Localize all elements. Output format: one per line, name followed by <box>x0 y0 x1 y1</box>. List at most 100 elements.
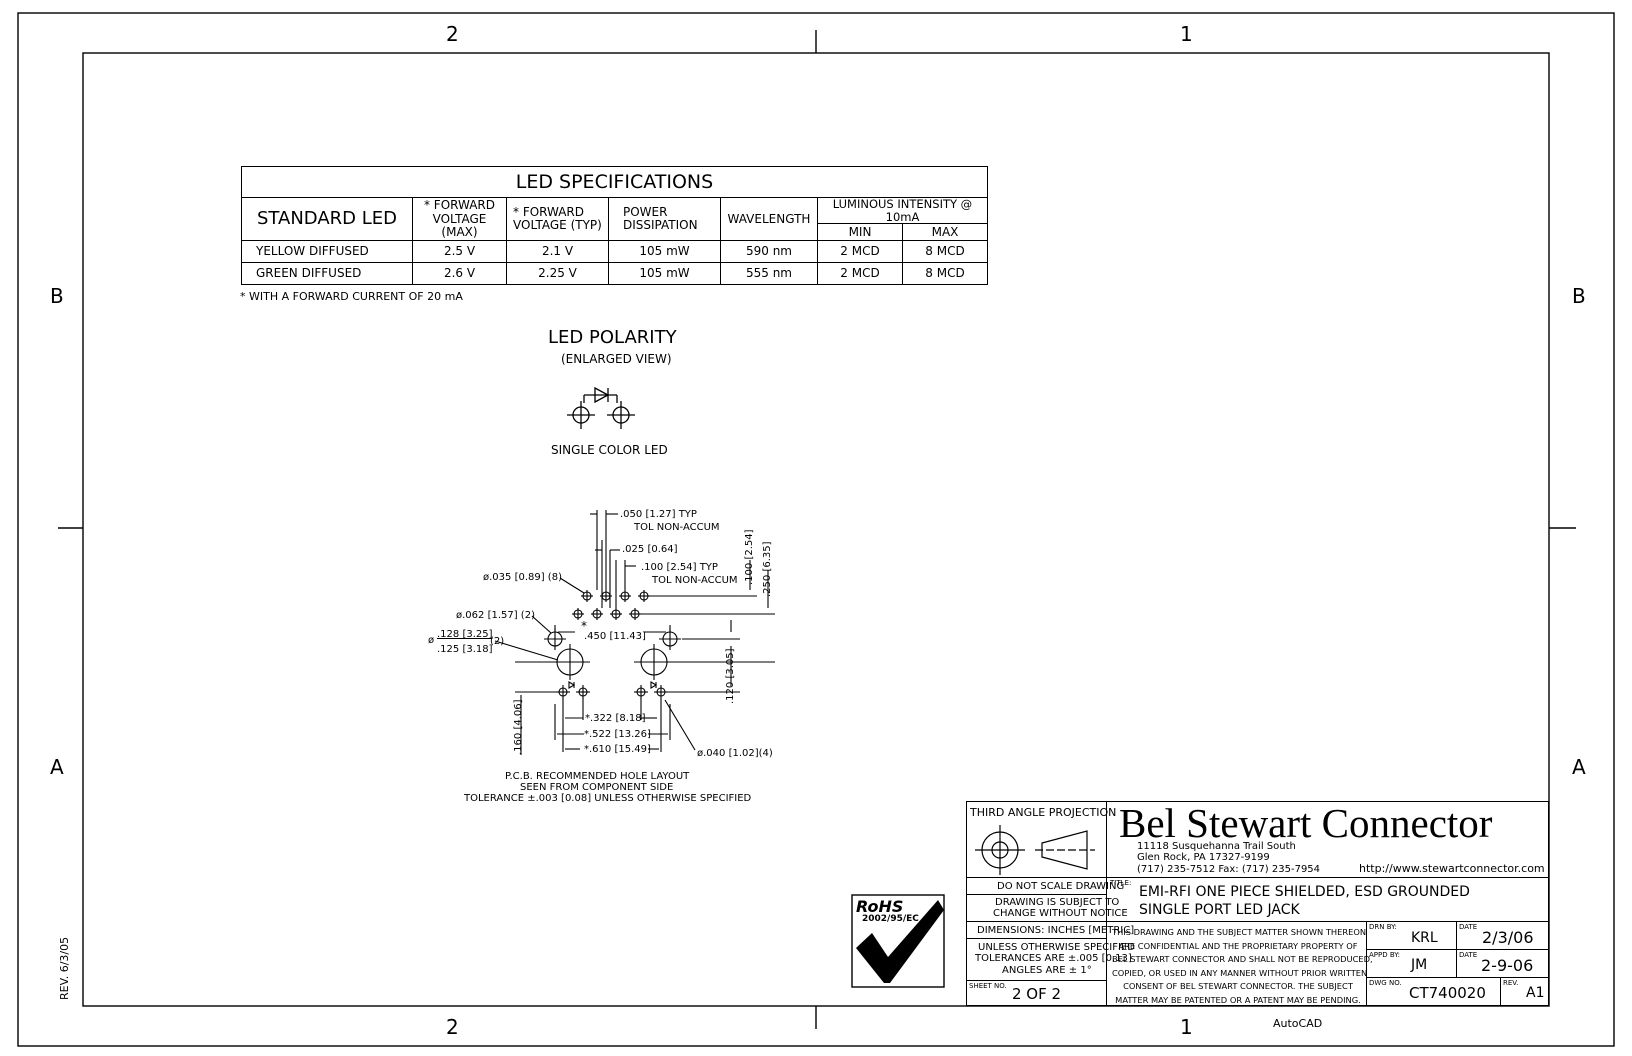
hdr-max: MAX <box>902 223 988 242</box>
zone-top-2: 2 <box>446 22 459 46</box>
dim-100-tol: TOL NON-ACCUM <box>652 575 738 586</box>
approved-by: JM <box>1411 957 1428 973</box>
approved-by-label: APPD BY: <box>1369 951 1400 959</box>
dwg-no-label: DWG NO. <box>1369 979 1402 987</box>
dim-v250: .250 [6.35] <box>762 541 773 597</box>
third-angle-projection-symbol <box>975 825 1095 875</box>
tolerance-note-1: UNLESS OTHERWISE SPECIFIED <box>978 942 1135 953</box>
row-name: GREEN DIFFUSED <box>241 262 413 286</box>
company-phone: (717) 235-7512 Fax: (717) 235-7954 <box>1137 864 1321 875</box>
hdr-min: MIN <box>817 223 903 242</box>
spec-footnote: * WITH A FORWARD CURRENT OF 20 mA <box>240 290 463 303</box>
dim-dia035: ø.035 [0.89] (8) <box>483 572 562 583</box>
approved-date: 2-9-06 <box>1481 956 1534 975</box>
company-url: http://www.stewartconnector.com <box>1359 862 1545 875</box>
hdr-standard: STANDARD LED <box>241 196 413 242</box>
company-address-2: Glen Rock, PA 17327-9199 <box>1137 852 1270 863</box>
dim-dia040: ø.040 [1.02](4) <box>697 748 773 759</box>
row-power: 105 mW <box>608 262 721 286</box>
spec-table-title: LED SPECIFICATIONS <box>241 166 988 198</box>
dim-v160: .160 [4.06] <box>513 699 524 755</box>
row-power: 105 mW <box>608 240 721 264</box>
projection-label: THIRD ANGLE PROJECTION <box>970 806 1117 819</box>
rev-label: REV. <box>1503 979 1519 987</box>
dwg-no: CT740020 <box>1409 984 1486 1002</box>
drawn-date-label: DATE <box>1459 923 1478 931</box>
rev-value: A1 <box>1526 985 1545 1001</box>
dim-610: *.610 [15.49] <box>584 744 651 755</box>
table-row: GREEN DIFFUSED 2.6 V 2.25 V 105 mW 555 n… <box>241 262 988 286</box>
dim-dia-count: (2) <box>490 636 505 647</box>
zone-bottom-1: 1 <box>1180 1015 1193 1039</box>
zone-bottom-2: 2 <box>446 1015 459 1039</box>
approved-date-label: DATE <box>1459 951 1478 959</box>
drawn-by-label: DRN BY: <box>1369 923 1397 931</box>
zone-left-b: B <box>50 284 64 308</box>
tolerance-note-2: TOLERANCES ARE ±.005 [0.13] <box>975 953 1132 964</box>
title-block <box>966 801 1549 1006</box>
pcb-caption-1: P.C.B. RECOMMENDED HOLE LAYOUT <box>505 771 690 782</box>
row-max: 8 MCD <box>902 240 988 264</box>
sheet-number: 2 OF 2 <box>1012 985 1062 1003</box>
zone-right-a: A <box>1572 755 1586 779</box>
confidential-notice: THIS DRAWING AND THE SUBJECT MATTER SHOW… <box>1112 927 1373 1005</box>
zone-top-1: 1 <box>1180 22 1193 46</box>
rev-note: REV. 6/3/05 <box>58 936 71 1000</box>
dim-025: .025 [0.64] <box>622 544 678 555</box>
dim-050: .050 [1.27] TYP <box>620 509 697 520</box>
polarity-title: LED POLARITY <box>548 327 677 348</box>
title-label: TITLE: <box>1110 879 1132 887</box>
company-name: Bel Stewart Connector <box>1119 800 1493 846</box>
pcb-caption-2: SEEN FROM COMPONENT SIDE <box>520 782 674 793</box>
rohs-code: 2002/95/EC <box>862 914 919 924</box>
row-fv-max: 2.6 V <box>412 262 507 286</box>
row-max: 8 MCD <box>902 262 988 286</box>
dim-dia062: ø.062 [1.57] (2) <box>456 610 535 621</box>
row-wavelength: 590 nm <box>720 240 818 264</box>
rohs-logo <box>851 894 945 988</box>
zone-left-a: A <box>50 755 64 779</box>
tolerance-note-3: ANGLES ARE ± 1° <box>1002 965 1092 976</box>
dim-v100: .100 [2.54] <box>744 529 755 585</box>
row-min: 2 MCD <box>817 240 903 264</box>
drawn-by: KRL <box>1411 930 1438 946</box>
row-fv-max: 2.5 V <box>412 240 507 264</box>
hdr-wavelength: WAVELENGTH <box>720 196 818 242</box>
dim-dia128: .128 [3.25] <box>437 629 493 640</box>
dim-v120: .120 [3.05] <box>725 648 736 704</box>
dim-100: .100 [2.54] TYP <box>641 562 718 573</box>
led-spec-table: LED SPECIFICATIONS STANDARD LED * FORWAR… <box>241 166 988 286</box>
dim-050-tol: TOL NON-ACCUM <box>634 522 720 533</box>
change-note-2: CHANGE WITHOUT NOTICE <box>993 908 1128 919</box>
pcb-caption-3: TOLERANCE ±.003 [0.08] UNLESS OTHERWISE … <box>464 793 752 804</box>
polarity-subtitle: (ENLARGED VIEW) <box>561 352 672 366</box>
dim-dia125: .125 [3.18] <box>437 644 493 655</box>
sheet-label: SHEET NO. <box>969 982 1007 990</box>
zone-right-b: B <box>1572 284 1586 308</box>
dim-322: *.322 [8.18] <box>585 713 646 724</box>
row-wavelength: 555 nm <box>720 262 818 286</box>
company-address-1: 11118 Susquehanna Trail South <box>1137 841 1296 852</box>
row-fv-typ: 2.1 V <box>506 240 609 264</box>
polarity-caption: SINGLE COLOR LED <box>551 443 668 457</box>
dim-450: .450 [11.43] <box>584 631 646 642</box>
drawn-date: 2/3/06 <box>1482 928 1534 947</box>
row-fv-typ: 2.25 V <box>506 262 609 286</box>
change-note-1: DRAWING IS SUBJECT TO <box>995 897 1120 908</box>
autocad-label: AutoCAD <box>1273 1017 1323 1030</box>
drawing-title-2: SINGLE PORT LED JACK <box>1139 902 1300 918</box>
dim-dia-symbol: ø <box>428 635 435 646</box>
dim-star: * <box>581 619 587 633</box>
row-name: YELLOW DIFFUSED <box>241 240 413 264</box>
table-row: YELLOW DIFFUSED 2.5 V 2.1 V 105 mW 590 n… <box>241 240 988 264</box>
led-polarity-symbol <box>567 386 635 429</box>
dim-522: *.522 [13.26] <box>584 729 651 740</box>
pcb-hole-layout <box>494 510 775 755</box>
no-scale-note: DO NOT SCALE DRAWING <box>997 881 1125 892</box>
hdr-luminous: LUMINOUS INTENSITY @ 10mA <box>817 196 988 225</box>
dimensions-note: DIMENSIONS: INCHES [METRIC] <box>977 925 1135 936</box>
